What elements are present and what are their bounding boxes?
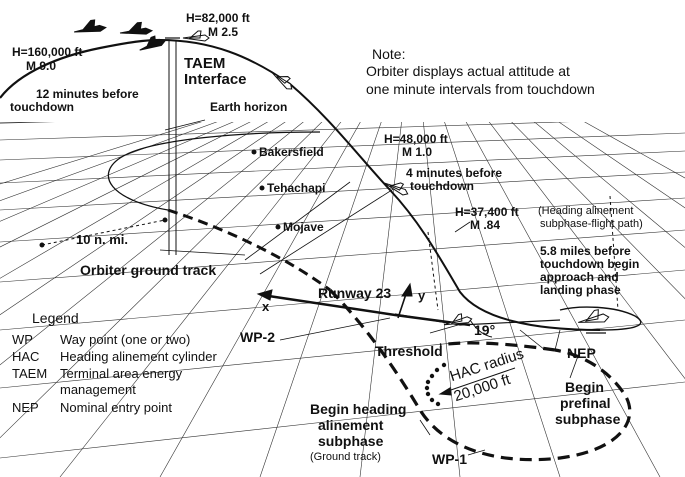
- legend-abbr: HAC: [12, 349, 40, 364]
- scale-label: 10 n. mi.: [76, 232, 129, 247]
- approach-phase-label-2: touchdown begin: [540, 257, 640, 271]
- legend-desc: management: [60, 382, 136, 397]
- minutes-4-label: 4 minutes before: [406, 166, 503, 180]
- town-bakersfield: Bakersfield: [259, 145, 324, 159]
- legend: WP Way point (one or two) HAC Heading al…: [12, 332, 272, 422]
- legend-abbr: NEP: [12, 400, 39, 415]
- heading-flight-path-label: (Heading alinement: [538, 205, 634, 217]
- heading-subphase-label-2: alinement: [318, 417, 384, 433]
- note-line-1: Orbiter displays actual attitude at: [366, 63, 570, 79]
- minutes-4-label-2: touchdown: [410, 179, 474, 193]
- approach-phase-label-3: approach and: [540, 270, 619, 284]
- altitude-label-82k: H=82,000 ft: [186, 11, 250, 25]
- legend-abbr: TAEM: [12, 366, 48, 381]
- wp2-label: WP-2: [240, 329, 275, 345]
- legend-desc: Way point (one or two): [60, 332, 191, 347]
- approach-phase-label-4: landing phase: [540, 283, 621, 297]
- altitude-label-48k: H=48,000 ft: [384, 132, 448, 146]
- altitude-label-160k: H=160,000 ft: [12, 45, 83, 59]
- angle-label: 19°: [474, 322, 496, 338]
- x-axis-label: x: [262, 299, 270, 314]
- legend-item-taem: TAEM Terminal area energy: [12, 366, 272, 381]
- legend-desc: Heading alinement cylinder: [60, 349, 217, 364]
- legend-item-wp: WP Way point (one or two): [12, 332, 272, 347]
- threshold-label: Threshold: [375, 343, 443, 359]
- prefinal-label: Begin: [565, 379, 604, 395]
- mach-label-9: M 9.0: [26, 59, 57, 73]
- ground-track-label: Orbiter ground track: [80, 262, 217, 278]
- nep-label: NEP: [567, 345, 596, 361]
- heading-subphase-note: (Ground track): [310, 451, 381, 463]
- note-line-2: one minute intervals from touchdown: [366, 81, 595, 97]
- legend-desc: Nominal entry point: [60, 400, 172, 415]
- hac-radius-arrow: [438, 367, 516, 396]
- approach-phase-label: 5.8 miles before: [540, 244, 631, 258]
- legend-item-taem-cont: management: [12, 382, 272, 397]
- flight-path: [0, 38, 642, 331]
- heading-subphase-label: Begin heading: [310, 401, 407, 417]
- town-markers: [251, 149, 281, 230]
- y-axis-label: y: [418, 288, 426, 303]
- prefinal-label-2: prefinal: [560, 395, 611, 411]
- mach-label-10: M 1.0: [402, 145, 433, 159]
- y-axis-arrow: [397, 282, 413, 319]
- taem-label: TAEM: [184, 55, 226, 72]
- heading-subphase-label-3: subphase: [318, 433, 384, 449]
- altitude-label-37k: H=37,400 ft: [455, 205, 519, 219]
- hac-dotted-arc: [424, 362, 447, 407]
- approach-line: [256, 289, 471, 327]
- earth-horizon-label: Earth horizon: [210, 100, 288, 114]
- minutes-12-label: 12 minutes before: [36, 87, 139, 101]
- taem-interface-label: Interface: [184, 71, 247, 88]
- heading-flight-path-label-2: subphase-flight path): [540, 218, 643, 230]
- legend-desc: Terminal area energy: [60, 366, 183, 381]
- legend-title: Legend: [32, 310, 79, 326]
- legend-abbr: WP: [12, 332, 33, 347]
- note-title: Note:: [372, 46, 406, 62]
- minutes-12-label-2: touchdown: [10, 100, 74, 114]
- runway-label: Runway 23: [318, 285, 392, 301]
- town-tehachapi: Tehachapi: [267, 181, 326, 195]
- mach-label-84: M .84: [470, 218, 501, 232]
- prefinal-label-3: subphase: [555, 411, 621, 427]
- mach-label-25: M 2.5: [208, 25, 239, 39]
- angle-arc: [469, 319, 493, 338]
- reference-lines: [427, 195, 619, 311]
- town-mojave: Mojave: [283, 220, 324, 234]
- scale-bar: [39, 217, 168, 248]
- legend-item-nep: NEP Nominal entry point: [12, 400, 272, 415]
- ground-track-loop: [107, 131, 331, 292]
- legend-item-hac: HAC Heading alinement cylinder: [12, 349, 272, 364]
- taem-pole: [165, 37, 180, 255]
- wp1-label: WP-1: [432, 451, 467, 467]
- orbiter-icons: [74, 19, 610, 334]
- leader-lines: [159, 119, 579, 456]
